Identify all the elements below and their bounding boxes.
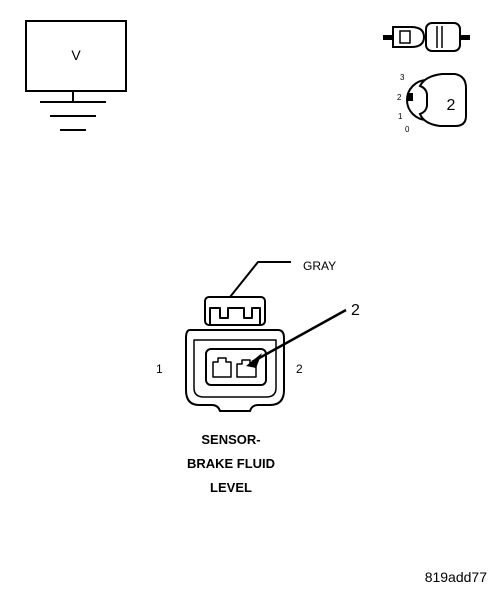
callout-arrowhead [246, 353, 262, 368]
key-scale-label-1: 1 [398, 112, 403, 121]
wire-color-label: GRAY [303, 259, 336, 273]
key-scale-label-2: 2 [397, 93, 402, 102]
voltmeter-label: V [71, 47, 81, 63]
wire-color-leader [229, 261, 291, 298]
callout-arrow [251, 308, 347, 364]
component-title-line-1: SENSOR- [201, 432, 260, 447]
component-title-line-3: LEVEL [210, 480, 252, 495]
pin-number-1: 1 [156, 362, 163, 376]
connector-icon [383, 22, 470, 52]
key-scale-label-3: 3 [400, 73, 405, 82]
pin-number-2: 2 [296, 362, 303, 376]
component-title-line-2: BRAKE FLUID [187, 456, 275, 471]
callout-number: 2 [351, 302, 360, 319]
key-scale-label-0: 0 [405, 125, 410, 134]
figure-code: 819add77 [425, 569, 488, 585]
ignition-key-icon [406, 73, 467, 127]
connector-face-drawing [185, 296, 285, 412]
voltmeter-ground-icon [25, 20, 127, 131]
key-number-label: 2 [447, 97, 456, 114]
